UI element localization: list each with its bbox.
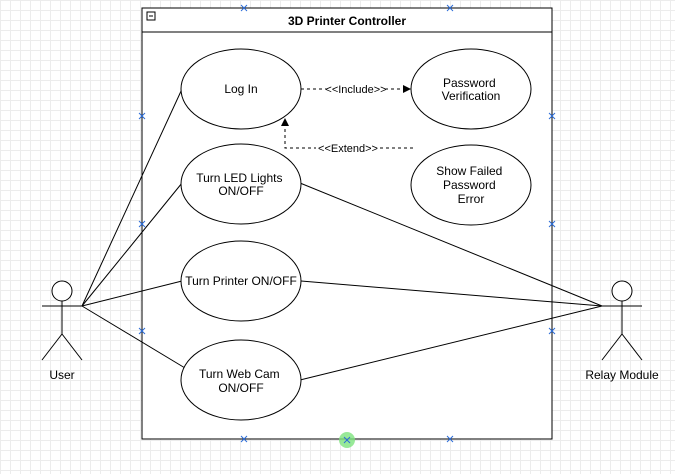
use-case-led-line-1: Turn LED Lights: [196, 171, 282, 185]
handle-icon: [240, 435, 248, 443]
use-case-login-line-1: Log In: [224, 82, 257, 96]
handle-icon: [138, 112, 146, 120]
assoc-relay-printer[interactable]: [300, 280, 603, 307]
extend-relation[interactable]: <<Extend>>: [281, 118, 413, 155]
use-case-printer-line-1: Turn Printer ON/OFF: [185, 274, 297, 288]
include-relation[interactable]: <<Include>>: [301, 82, 411, 96]
relay-associations: [299, 182, 603, 381]
use-case-show-failed-password[interactable]: Show Failed Password Error: [410, 144, 532, 226]
user-associations: [81, 88, 186, 369]
actor-relay-module[interactable]: [601, 280, 643, 361]
actor-relay-head-icon: [611, 280, 633, 302]
handle-icon: [240, 4, 248, 12]
actor-relay-label: Relay Module: [585, 368, 659, 382]
extend-label: <<Extend>>: [318, 143, 378, 155]
assoc-relay-led[interactable]: [299, 182, 603, 307]
svg-text:Show Failed Password: Show Failed Password Error: [436, 164, 505, 206]
handle-icon: [446, 4, 454, 12]
selection-handles[interactable]: [138, 4, 556, 443]
assoc-user-printer[interactable]: [81, 280, 183, 307]
assoc-user-login[interactable]: [81, 88, 183, 307]
use-case-webcam-line-1: Turn Web Cam: [199, 367, 280, 381]
use-case-led-lights[interactable]: Turn LED Lights ON/OFF: [180, 143, 302, 225]
use-case-password-verification[interactable]: Password Verification: [410, 48, 532, 130]
assoc-user-led[interactable]: [81, 182, 183, 307]
use-case-failed-line-2: Password: [443, 178, 496, 192]
svg-text:Log In: Log In: [224, 82, 257, 96]
collapse-toggle-icon[interactable]: [146, 11, 156, 21]
use-case-webcam-power[interactable]: Turn Web Cam ON/OFF: [180, 339, 302, 421]
use-case-webcam-line-2: ON/OFF: [218, 381, 263, 395]
handle-icon: [548, 327, 556, 335]
handle-icon: [548, 112, 556, 120]
actor-user-head-icon: [51, 280, 73, 302]
handle-icon: [548, 220, 556, 228]
use-case-led-line-2: ON/OFF: [218, 184, 263, 198]
assoc-user-webcam[interactable]: [81, 305, 186, 369]
svg-text:Turn Web Cam ON/OFF: Turn Web Cam ON/OFF: [199, 367, 283, 395]
use-case-failed-line-1: Show Failed: [436, 164, 502, 178]
svg-text:Password Verification: Password Verification: [442, 76, 501, 103]
use-case-password-line-2: Verification: [442, 89, 501, 103]
handle-icon: [138, 327, 146, 335]
use-case-password-line-1: Password: [443, 76, 496, 90]
use-case-login[interactable]: Log In: [180, 48, 302, 130]
use-case-printer-power[interactable]: Turn Printer ON/OFF: [180, 240, 302, 322]
hover-connection-point-icon[interactable]: [339, 432, 355, 448]
actor-user-label: User: [49, 368, 74, 382]
svg-text:Turn LED Lights ON/OFF: Turn LED Lights ON/OFF: [196, 171, 286, 198]
handle-icon: [446, 435, 454, 443]
use-case-failed-line-3: Error: [458, 192, 485, 206]
system-title: 3D Printer Controller: [288, 14, 406, 28]
svg-text:Turn Printer ON/OFF: Turn Printer ON/OFF: [185, 274, 297, 288]
actor-user[interactable]: [41, 280, 83, 361]
include-label: <<Include>>: [325, 84, 386, 96]
handle-icon: [138, 220, 146, 228]
assoc-relay-webcam[interactable]: [299, 305, 603, 381]
